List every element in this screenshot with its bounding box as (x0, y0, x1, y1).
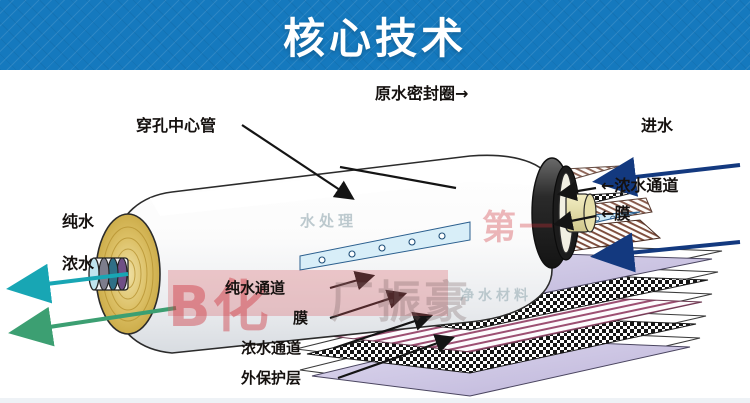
label-membrane-bottom: 膜 (293, 309, 309, 327)
label-feed-seal-text: 原水密封圈 (375, 84, 456, 103)
label-pure-water-channel: 纯水通道 (225, 279, 286, 297)
label-membrane-right: ←膜 (601, 206, 630, 222)
leader-membrane-bottom (329, 289, 408, 320)
label-concentrate-channel-right-text: 浓水通道 (614, 176, 679, 195)
label-outer-protective-layer: 外保护层 (241, 369, 302, 387)
flow-arrows (6, 157, 741, 347)
label-concentrate-channel-bottom: 浓水通道 (241, 339, 302, 357)
perforated-center-tube (299, 221, 471, 271)
arrow-left-icon-2: ← (601, 204, 615, 223)
label-membrane-right-text: 膜 (614, 204, 631, 223)
label-center-tube: 穿孔中心管 (136, 116, 217, 135)
leader-right-channel (556, 181, 597, 202)
feed-water-arrow-top (592, 157, 741, 197)
leader-feed-seal (339, 165, 457, 190)
permeate-center-tube-stub (88, 257, 129, 291)
page-title: 核心技术 (282, 13, 467, 63)
ro-element-illustration (6, 124, 741, 397)
arrow-left-icon: ← (601, 176, 615, 195)
pure-water-arrow (6, 263, 129, 304)
concentrate-water-arrow (8, 306, 177, 347)
label-feed-seal: 原水密封圈→ (375, 86, 468, 102)
feed-water-arrow-bottom (590, 232, 741, 273)
label-feed-water: 进水 (641, 116, 674, 135)
banner-texture (0, 0, 750, 70)
leader-pure-water-channel (329, 271, 376, 291)
diagram-canvas: B化 第一 厂振豪 水处理 净水材料 穿孔中心管 原水密封圈→ 进水 纯水 浓水… (0, 70, 750, 403)
page-header-banner: 核心技术 (0, 0, 750, 70)
leader-outer-layer (337, 334, 456, 380)
label-leader-lines (241, 124, 597, 380)
label-concentrate-channel-right: ←浓水通道 (601, 178, 678, 194)
bottom-divider (0, 398, 750, 403)
label-pure-water: 纯水 (62, 212, 95, 231)
label-concentrate-water: 浓水 (62, 254, 95, 273)
leader-right-membrane (552, 211, 597, 231)
leader-center-tube (241, 124, 355, 200)
arrow-right-icon: → (455, 84, 469, 103)
leader-concentrate-channel (333, 311, 434, 350)
